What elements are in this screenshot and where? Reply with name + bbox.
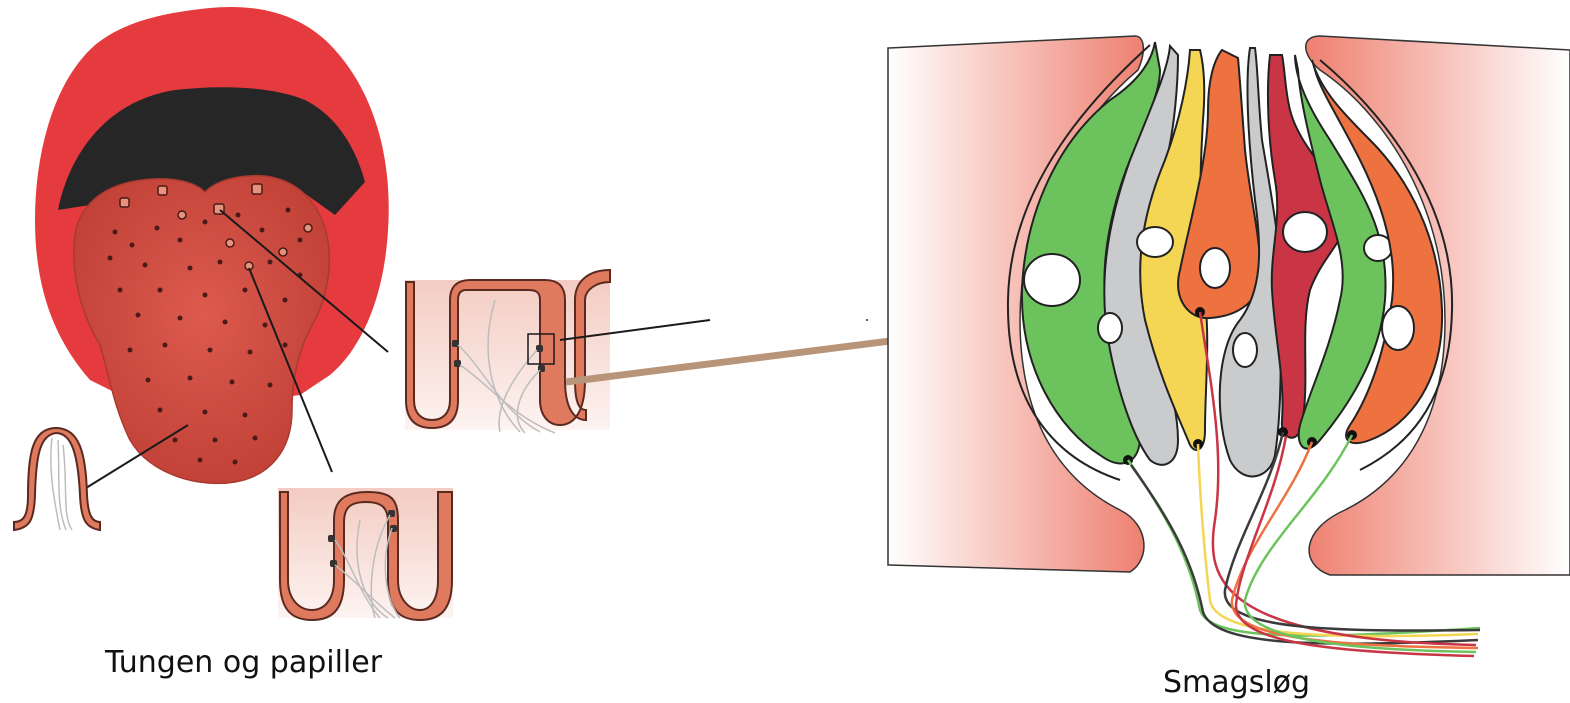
taste-bud-illustration	[888, 36, 1570, 656]
tongue-caption: Tungen og papiller	[104, 645, 383, 680]
tongue	[74, 176, 330, 484]
mouth-illustration	[35, 7, 389, 483]
circumvallate-papilla-section	[278, 488, 453, 620]
fungiform-papilla	[14, 428, 100, 530]
zoom-connector	[566, 338, 914, 382]
tastebud-caption: Smagsløg	[1163, 665, 1310, 700]
papilla-detail-section	[405, 270, 710, 433]
